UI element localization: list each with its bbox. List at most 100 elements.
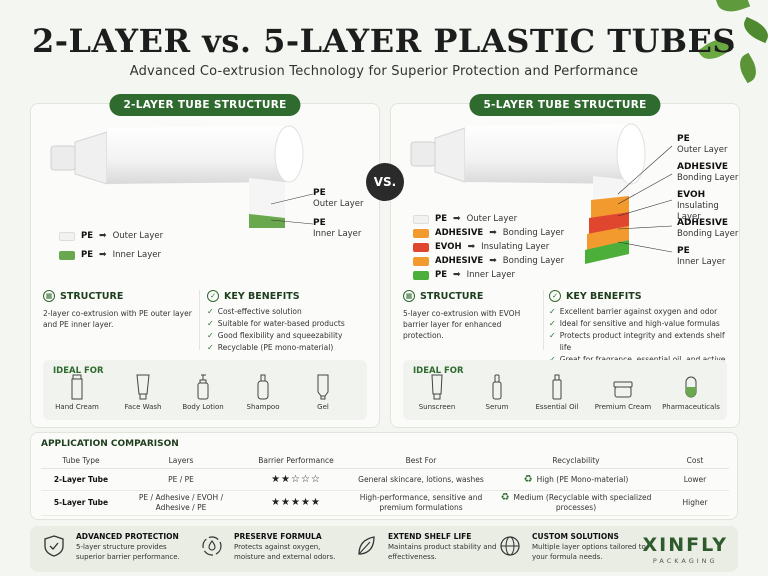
five-layer-tube-illustration — [410, 123, 646, 264]
structure-icon: ▦ — [403, 290, 415, 302]
check-icon: ✓ — [549, 354, 556, 378]
ideal-item: Essential Oil — [527, 374, 587, 411]
divider — [199, 290, 200, 350]
section-title: KEY BENEFITS — [224, 290, 300, 302]
shield-icon — [40, 532, 68, 560]
benefit-item: ✓Ideal for sensitive and high-value form… — [549, 319, 720, 328]
recycle-drop-icon — [198, 532, 226, 560]
brand-name: XINFLY — [642, 534, 728, 556]
feature-item: ADVANCED PROTECTION 5-layer structure pr… — [40, 532, 186, 562]
five-layer-ideal-for: IDEAL FOR Sunscreen Serum Essential Oil … — [403, 360, 727, 420]
tube-product-icon — [431, 374, 443, 400]
ideal-item: Shampoo — [233, 374, 293, 411]
arrow-right-icon: ➡ — [99, 250, 107, 260]
legend-row: PE➡Outer Layer — [413, 214, 517, 224]
two-layer-structure: ▦STRUCTURE 2-layer co-extrusion with PE … — [43, 290, 193, 330]
legend-row: PE➡Inner Layer — [413, 270, 515, 280]
recycle-icon: ♻ — [500, 492, 510, 503]
ideal-item: Serum — [467, 374, 527, 411]
legend-swatch — [413, 242, 429, 252]
benefit-item: ✓Recyclable (PE mono-material) — [207, 343, 334, 352]
five-layer-structure: ▦STRUCTURE 5-layer co-extrusion with EVO… — [403, 290, 543, 341]
capsule-icon — [685, 376, 697, 398]
legend-desc: Outer Layer — [112, 231, 164, 241]
structure-text: 5-layer co-extrusion with EVOH barrier l… — [403, 309, 521, 340]
callout-label: PE — [313, 218, 326, 228]
legend-name: PE — [81, 250, 94, 260]
callout-label: PE — [313, 188, 326, 198]
check-circle-icon: ✓ — [549, 290, 561, 302]
arrow-right-icon: ➡ — [489, 228, 497, 238]
callout-desc: Outer Layer — [313, 199, 364, 209]
check-circle-icon: ✓ — [207, 290, 219, 302]
check-icon: ✓ — [207, 319, 214, 328]
check-icon: ✓ — [549, 307, 556, 316]
page-subtitle: Advanced Co-extrusion Technology for Sup… — [129, 64, 639, 79]
application-comparison: APPLICATION COMPARISON Tube Type Layers … — [30, 432, 738, 520]
cream-jar-icon — [613, 381, 633, 398]
ideal-title: IDEAL FOR — [53, 366, 104, 376]
ideal-item: Body Lotion — [173, 374, 233, 411]
arrow-right-icon: ➡ — [453, 214, 461, 224]
star-rating: ★★☆☆☆ — [271, 473, 321, 485]
ideal-item: Gel — [293, 374, 353, 411]
legend-swatch — [413, 214, 429, 224]
leaf-icon — [352, 532, 380, 560]
benefit-item: ✓Suitable for water-based products — [207, 319, 345, 328]
oil-bottle-icon — [552, 374, 562, 400]
benefit-item: ✓Protects product integrity and extends … — [549, 331, 725, 352]
bottle-icon — [257, 374, 269, 400]
callout-desc: Inner Layer — [313, 229, 362, 239]
check-icon: ✓ — [549, 319, 556, 328]
arrow-right-icon: ➡ — [99, 231, 107, 241]
table-row: 2-Layer Tube PE / PE ★★☆☆☆ General skinc… — [41, 468, 729, 491]
legend-row: PE ➡ Inner Layer — [59, 250, 161, 260]
arrow-right-icon: ➡ — [453, 270, 461, 280]
legend-swatch — [59, 231, 75, 241]
callout-lines — [617, 145, 673, 253]
ideal-item: Pharmaceuticals — [661, 374, 721, 411]
brand-sub: PACKAGING — [652, 557, 718, 565]
tube-product-icon — [71, 374, 83, 400]
feature-item: EXTEND SHELF LIFE Maintains product stab… — [352, 532, 498, 562]
two-layer-callout-inner: PE Inner Layer — [313, 218, 361, 240]
comparison-title: APPLICATION COMPARISON — [41, 439, 179, 449]
benefit-item: ✓Cost-effective solution — [207, 307, 302, 316]
dropper-bottle-icon — [492, 374, 502, 400]
legend-row: EVOH➡Insulating Layer — [413, 242, 549, 252]
two-layer-ideal-for: IDEAL FOR Hand Cream Face Wash Body Loti… — [43, 360, 367, 420]
star-rating: ★★★★★ — [271, 497, 321, 508]
comparison-table: Tube Type Layers Barrier Performance Bes… — [41, 453, 729, 516]
benefit-item: ✓Excellent barrier against oxygen and od… — [549, 307, 718, 316]
leaf-decoration — [715, 0, 751, 17]
page-title: 2-LAYER vs. 5-LAYER PLASTIC TUBES — [31, 22, 737, 60]
legend-row: ADHESIVE➡Bonding Layer — [413, 256, 564, 266]
check-icon: ✓ — [207, 343, 214, 352]
check-icon: ✓ — [207, 307, 214, 316]
divider — [543, 290, 544, 350]
two-layer-pill: 2-LAYER TUBE STRUCTURE — [109, 94, 301, 116]
two-layer-callout-outer: PE Outer Layer — [313, 188, 364, 210]
benefit-item: ✓Good flexibility and squeezability — [207, 331, 343, 340]
structure-icon: ▦ — [43, 290, 55, 302]
two-layer-tube-illustration — [50, 125, 304, 228]
check-icon: ✓ — [207, 331, 214, 340]
check-icon: ✓ — [549, 331, 556, 340]
tube-product-icon — [136, 374, 150, 400]
table-header-row: Tube Type Layers Barrier Performance Bes… — [41, 453, 729, 469]
brand-logo: XINFLY PACKAGING — [642, 534, 728, 565]
ideal-item: Sunscreen — [407, 374, 467, 411]
tube-product-icon — [317, 374, 329, 400]
section-title: STRUCTURE — [60, 290, 124, 302]
feature-item: PRESERVE FORMULA Protects against oxygen… — [198, 532, 344, 562]
ideal-title: IDEAL FOR — [413, 366, 464, 376]
ideal-item: Premium Cream — [593, 374, 653, 411]
callout-lines — [271, 193, 314, 225]
vs-badge: VS. — [366, 163, 404, 201]
